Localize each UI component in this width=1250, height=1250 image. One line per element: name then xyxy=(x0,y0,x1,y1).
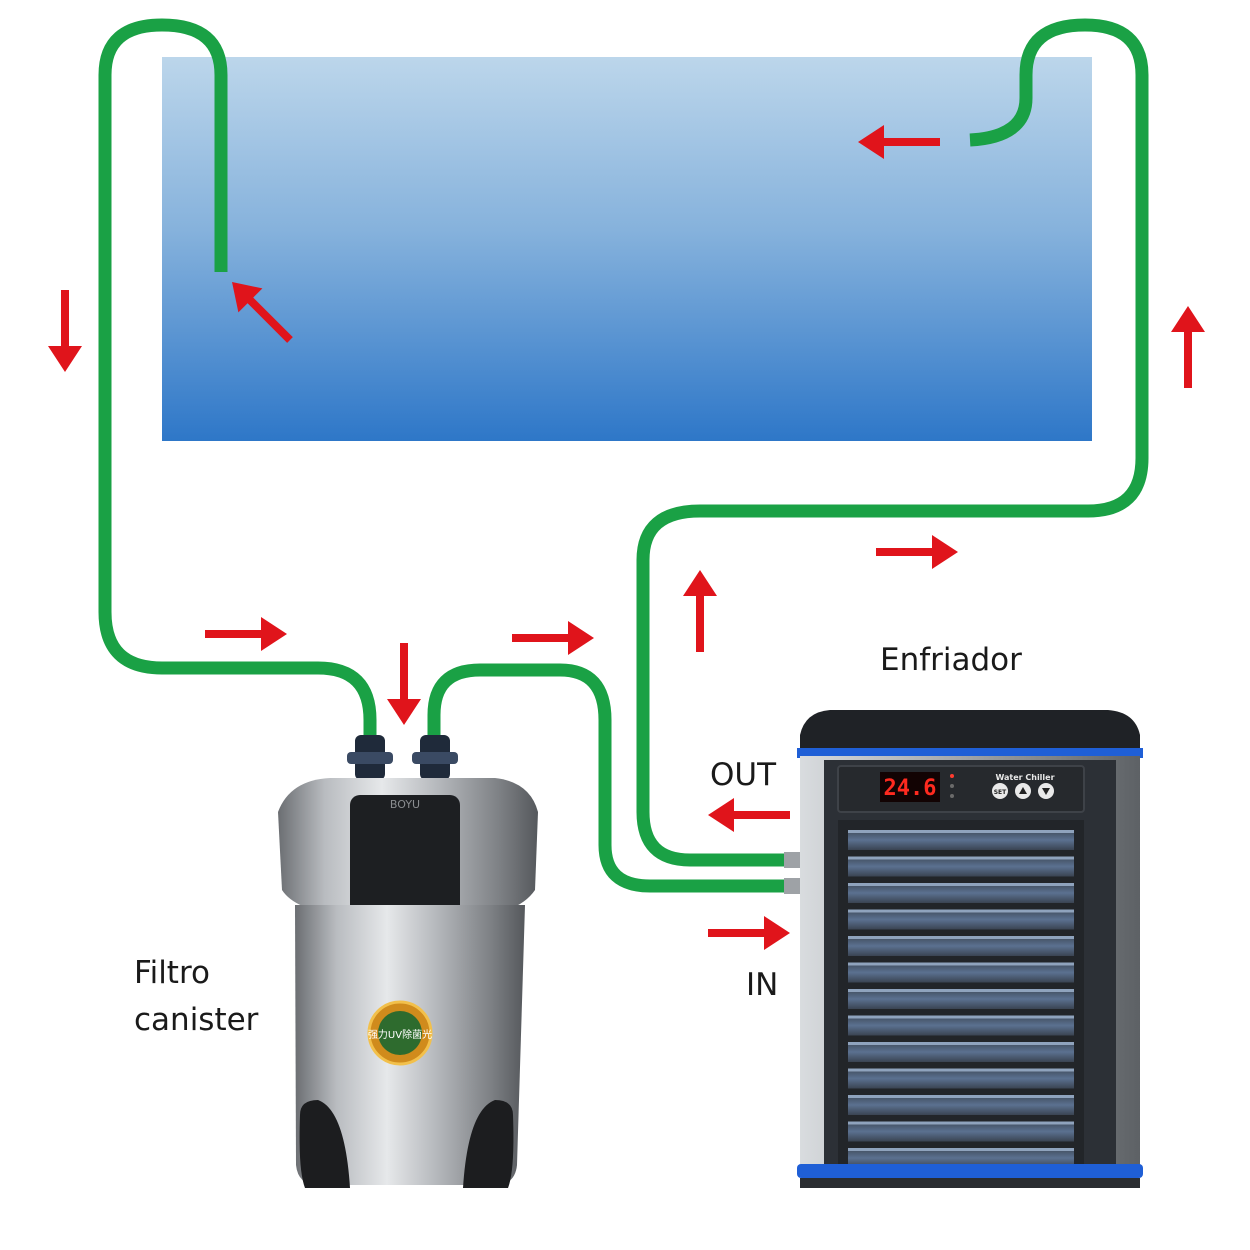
chiller-out-port xyxy=(784,852,800,868)
hoses xyxy=(98,18,1149,893)
grill-slat xyxy=(848,1042,1074,1062)
flow-arrows xyxy=(48,125,1205,950)
grill-slat-highlight xyxy=(848,883,1074,886)
chiller-in-port xyxy=(784,878,800,894)
grill-slat xyxy=(848,909,1074,930)
intake-hose xyxy=(98,18,377,738)
aquarium-tank xyxy=(162,57,1092,441)
grill-slat-highlight xyxy=(848,1068,1074,1072)
grill-slat-highlight xyxy=(848,962,1074,966)
chiller-brand-text: Water Chiller xyxy=(995,773,1054,782)
chiller-top-trim xyxy=(797,748,1143,758)
arrow-right-from-filter xyxy=(512,621,594,655)
filter-to-chiller-hose xyxy=(427,663,792,893)
grill-slat xyxy=(848,1121,1074,1142)
chiller-top-cap xyxy=(800,710,1140,752)
chiller-out-label: OUT xyxy=(710,757,777,793)
arrow-into-intake xyxy=(232,282,293,343)
grill-slat xyxy=(848,830,1074,850)
canister-filter: BOYU 强力UV除菌光 xyxy=(278,735,538,1188)
arrow-left-chiller-out xyxy=(708,798,790,832)
grill-slat xyxy=(848,1068,1074,1089)
temperature-readout: 24.6 xyxy=(884,776,937,801)
temperature-display xyxy=(880,772,940,802)
arrow-up-to-tank xyxy=(683,570,717,652)
arrow-down-left xyxy=(48,290,82,372)
grill-slat-highlight xyxy=(848,936,1074,939)
arrow-down-into-filter xyxy=(387,643,421,725)
filter-label: Filtro canister xyxy=(134,955,259,1038)
arrow-right-return xyxy=(876,535,958,569)
grill-slat xyxy=(848,962,1074,983)
arrow-right-chiller-in xyxy=(708,916,790,950)
grill-slat-highlight xyxy=(848,989,1074,992)
filter-foot-left xyxy=(299,1100,350,1188)
chiller-label: Enfriador xyxy=(880,642,1022,678)
grill-slat xyxy=(848,1015,1074,1036)
grill-slat-highlight xyxy=(848,830,1074,833)
set-button-icon[interactable] xyxy=(992,783,1008,799)
grill-slat-highlight xyxy=(848,1095,1074,1098)
svg-text:SET: SET xyxy=(994,789,1007,796)
grill-slat xyxy=(848,936,1074,956)
chiller-grill-slats xyxy=(848,830,1074,1168)
grill-slat-highlight xyxy=(848,909,1074,913)
arrow-up-right-side xyxy=(1171,306,1205,388)
uv-badge-text: 强力UV除菌光 xyxy=(368,1028,432,1041)
filter-handle xyxy=(350,795,460,925)
filter-brand-text: BOYU xyxy=(390,798,420,811)
grill-slat-highlight xyxy=(848,1121,1074,1125)
chiller-in-label: IN xyxy=(746,967,779,1003)
grill-slat xyxy=(848,1148,1074,1168)
grill-slat xyxy=(848,1095,1074,1115)
grill-slat-highlight xyxy=(848,1042,1074,1045)
grill-slat-highlight xyxy=(848,856,1074,860)
chiller-return-hose xyxy=(636,18,1149,867)
water-chiller: 24.6 Water Chiller SET xyxy=(784,710,1143,1188)
arrow-right-to-filter xyxy=(205,617,287,651)
grill-slat-highlight xyxy=(848,1148,1074,1151)
filter-foot-right xyxy=(463,1100,514,1188)
chiller-bottom-trim xyxy=(797,1164,1143,1178)
grill-slat-highlight xyxy=(848,1015,1074,1019)
grill-slat xyxy=(848,883,1074,903)
arrow-left-return-outlet xyxy=(858,125,940,159)
grill-slat xyxy=(848,989,1074,1009)
grill-slat xyxy=(848,856,1074,877)
